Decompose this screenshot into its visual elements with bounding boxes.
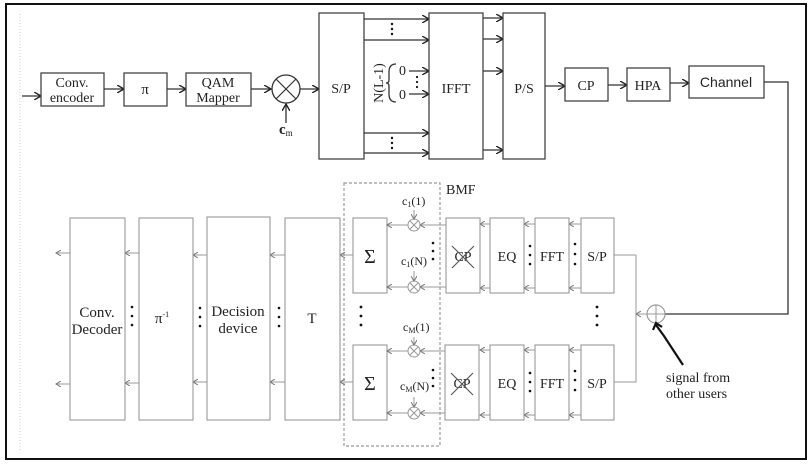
userm-ellipsis-cp bbox=[431, 368, 435, 388]
bmf-boundary bbox=[343, 182, 441, 447]
zero-label-2: 0 bbox=[399, 88, 406, 103]
decision-device-label-1: Decision bbox=[211, 304, 265, 320]
user1-eq-label: EQ bbox=[498, 250, 517, 265]
ifft-label: IFFT bbox=[442, 82, 471, 97]
vertical-ellipsis-bottom bbox=[390, 136, 394, 150]
user1-sum-block: Σ bbox=[352, 217, 388, 294]
conv-encoder-label-2: encoder bbox=[50, 91, 95, 106]
user1-cp-removal-block: CP bbox=[445, 217, 481, 294]
user1-multiplier-n-icon bbox=[407, 280, 421, 294]
adder-split-line bbox=[614, 255, 637, 383]
other-users-label-2: other users bbox=[666, 387, 727, 402]
other-users-pointer bbox=[655, 324, 684, 366]
user1-ellipsis-fft-eq bbox=[528, 244, 532, 266]
other-users-pointer-head bbox=[651, 321, 663, 331]
other-users-label-1: signal from bbox=[666, 371, 730, 386]
ellipsis-decision-deinterleaver bbox=[198, 306, 202, 328]
channel-label: Channel bbox=[700, 74, 752, 90]
zero-pad-brace bbox=[385, 63, 397, 103]
qam-mapper-label-2: Mapper bbox=[196, 91, 240, 106]
vertical-ellipsis-bmf bbox=[359, 305, 363, 327]
user1-eq-block: EQ bbox=[489, 217, 525, 294]
bmf-label: BMF bbox=[446, 183, 476, 198]
ellipsis-t-decision bbox=[277, 306, 281, 328]
userm-sum-block: Σ bbox=[352, 344, 388, 421]
userm-cp-removal-block: CP bbox=[444, 344, 480, 421]
cp-block: CP bbox=[564, 67, 609, 102]
userm-fft-label: FFT bbox=[540, 377, 565, 392]
conv-decoder-label-2: Decoder bbox=[72, 322, 123, 338]
userm-fft-block: FFT bbox=[534, 344, 570, 421]
userm-sum-label: Σ bbox=[364, 373, 376, 395]
userm-multiplier-1-icon bbox=[407, 344, 421, 358]
sp-label: S/P bbox=[331, 82, 351, 97]
zero-pad-count-label: N(L-1) bbox=[372, 63, 387, 103]
sp-block: S/P bbox=[318, 12, 365, 160]
t-block: T bbox=[284, 217, 341, 421]
user1-fft-label: FFT bbox=[540, 250, 565, 265]
interleaver-label: π bbox=[141, 82, 149, 98]
userm-code1-label: cM(1) bbox=[403, 320, 429, 335]
outer-frame bbox=[5, 3, 807, 460]
qam-mapper-label-1: QAM bbox=[202, 76, 235, 91]
channel-feedback-line bbox=[665, 81, 789, 315]
conv-encoder-block: Conv. encoder bbox=[40, 72, 105, 107]
deinterleaver-block: π-1 bbox=[138, 217, 194, 421]
channel-block: Channel bbox=[688, 65, 765, 99]
userm-coden-label: cM(N) bbox=[400, 379, 429, 394]
userm-eq-label: EQ bbox=[498, 377, 517, 392]
userm-ellipsis-fft-eq bbox=[528, 371, 532, 393]
ellipsis-deinterleaver-decoder bbox=[130, 305, 134, 327]
user1-sp-block: S/P bbox=[580, 217, 615, 294]
spreading-multiplier-icon bbox=[271, 74, 301, 104]
user1-multiplier-1-icon bbox=[407, 218, 421, 232]
user1-ellipsis-cp bbox=[431, 241, 435, 261]
userm-eq-block: EQ bbox=[489, 344, 525, 421]
spreading-code-label: cm bbox=[279, 122, 293, 138]
t-block-label: T bbox=[307, 311, 316, 327]
userm-multiplier-n-icon bbox=[407, 406, 421, 420]
user1-ellipsis-sp-fft bbox=[573, 242, 577, 266]
decision-device-label-2: device bbox=[218, 321, 257, 337]
vertical-ellipsis-top bbox=[390, 22, 394, 36]
userm-sp-block: S/P bbox=[580, 344, 615, 421]
qam-mapper-block: QAM Mapper bbox=[185, 72, 252, 107]
conv-decoder-label-1: Conv. bbox=[79, 305, 114, 321]
ps-label: P/S bbox=[514, 82, 533, 97]
decision-device-block: Decision device bbox=[206, 216, 271, 421]
ifft-block: IFFT bbox=[428, 12, 484, 160]
cp-label: CP bbox=[577, 79, 594, 94]
zero-label-1: 0 bbox=[399, 64, 406, 79]
adder-icon bbox=[646, 304, 666, 324]
hpa-block: HPA bbox=[626, 67, 671, 102]
hpa-label: HPA bbox=[635, 79, 663, 94]
vertical-ellipsis-zeros bbox=[415, 75, 419, 89]
user1-coden-label: c1(N) bbox=[401, 254, 427, 269]
deinterleaver-label: π-1 bbox=[155, 310, 169, 327]
user1-code1-label: c1(1) bbox=[402, 194, 425, 209]
user1-sp-label: S/P bbox=[587, 250, 607, 265]
conv-encoder-label-1: Conv. bbox=[56, 76, 89, 91]
userm-sp-label: S/P bbox=[587, 377, 607, 392]
interleaver-block: π bbox=[123, 72, 168, 107]
ps-block: P/S bbox=[502, 12, 546, 160]
vertical-ellipsis-users bbox=[595, 305, 599, 327]
user1-sum-label: Σ bbox=[364, 246, 376, 268]
userm-ellipsis-sp-fft bbox=[573, 369, 577, 392]
conv-decoder-block: Conv. Decoder bbox=[69, 217, 126, 421]
user1-fft-block: FFT bbox=[534, 217, 570, 294]
